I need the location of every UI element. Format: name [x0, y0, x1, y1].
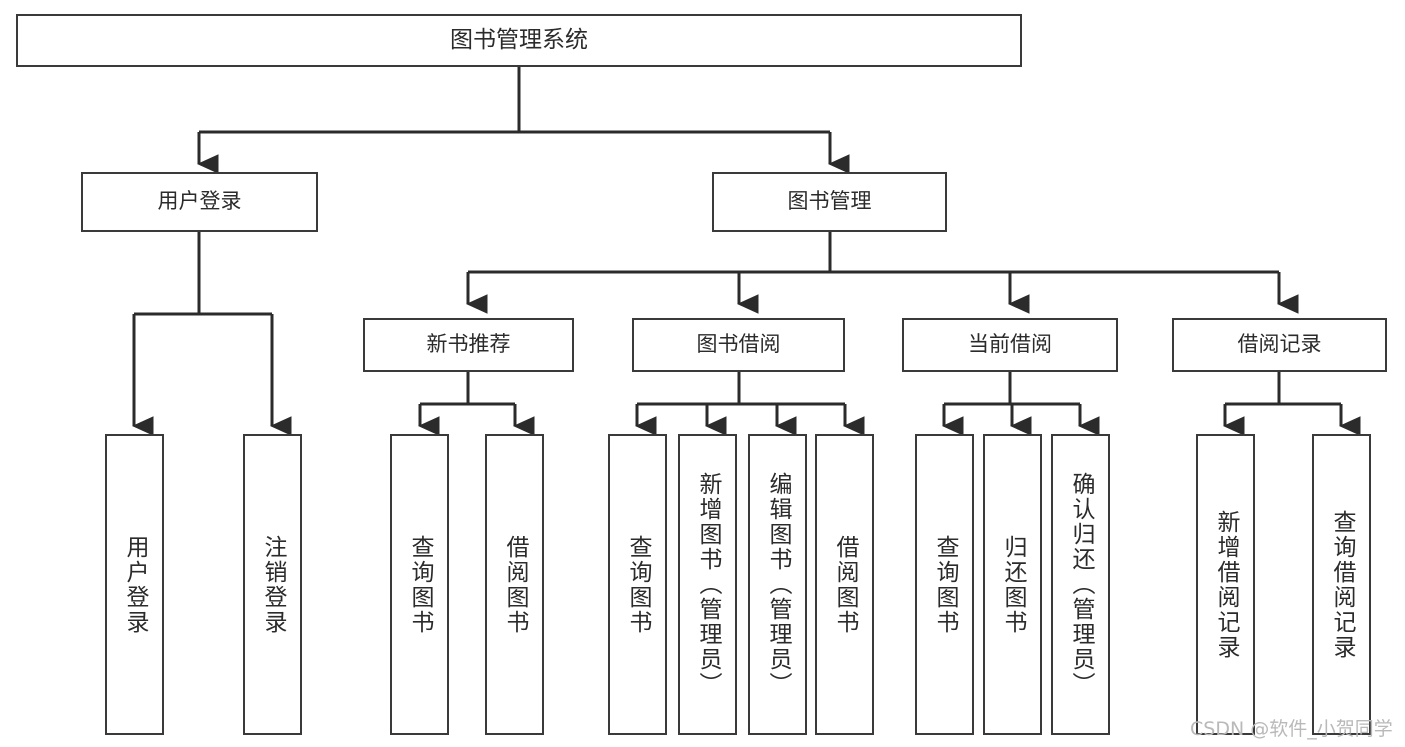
leaf-records-add-record[interactable]: 新增借阅记录 — [1196, 434, 1255, 735]
node-label: 图书管理 — [787, 189, 872, 214]
node-label: 查询图书 — [625, 534, 651, 635]
node-label: 编辑图书（管理员） — [765, 472, 791, 697]
node-label: 借阅图书 — [502, 534, 528, 635]
node-label: 注销登录 — [260, 534, 286, 635]
node-label: 图书借阅 — [696, 332, 781, 357]
leaf-current-return-book[interactable]: 归还图书 — [983, 434, 1042, 735]
leaf-borrow-query-book[interactable]: 查询图书 — [608, 434, 667, 735]
node-new-book-recommend[interactable]: 新书推荐 — [363, 318, 574, 372]
node-label: 用户登录 — [157, 189, 242, 214]
node-label: 用户登录 — [122, 534, 148, 635]
leaf-current-query-book[interactable]: 查询图书 — [915, 434, 974, 735]
node-label: 归还图书 — [1000, 534, 1026, 635]
leaf-records-query-record[interactable]: 查询借阅记录 — [1312, 434, 1371, 735]
leaf-new-book-borrow-book[interactable]: 借阅图书 — [485, 434, 544, 735]
node-book-borrow[interactable]: 图书借阅 — [632, 318, 845, 372]
node-label: 借阅图书 — [832, 534, 858, 635]
node-label: 查询图书 — [407, 534, 433, 635]
node-label: 确认归还（管理员） — [1068, 472, 1094, 697]
csdn-watermark: CSDN @软件_小贺同学 — [1190, 718, 1393, 740]
node-label: 查询图书 — [932, 534, 958, 635]
leaf-current-confirm-return-admin[interactable]: 确认归还（管理员） — [1051, 434, 1110, 735]
leaf-user-login-login[interactable]: 用户登录 — [105, 434, 164, 735]
node-current-borrow[interactable]: 当前借阅 — [902, 318, 1118, 372]
node-root-system[interactable]: 图书管理系统 — [16, 14, 1022, 67]
node-label: 新书推荐 — [426, 332, 511, 357]
node-label: 查询借阅记录 — [1329, 509, 1355, 660]
node-label: 当前借阅 — [968, 332, 1052, 357]
node-label: 图书管理系统 — [450, 26, 588, 53]
leaf-borrow-edit-book-admin[interactable]: 编辑图书（管理员） — [748, 434, 807, 735]
node-book-management[interactable]: 图书管理 — [712, 172, 947, 232]
leaf-borrow-borrow-book[interactable]: 借阅图书 — [815, 434, 874, 735]
node-label: 借阅记录 — [1237, 332, 1322, 357]
leaf-new-book-query-book[interactable]: 查询图书 — [390, 434, 449, 735]
leaf-user-login-logout[interactable]: 注销登录 — [243, 434, 302, 735]
node-borrow-records[interactable]: 借阅记录 — [1172, 318, 1387, 372]
node-label: 新增借阅记录 — [1213, 509, 1239, 660]
leaf-borrow-add-book-admin[interactable]: 新增图书（管理员） — [678, 434, 737, 735]
node-user-login[interactable]: 用户登录 — [81, 172, 318, 232]
node-label: 新增图书（管理员） — [695, 472, 721, 697]
